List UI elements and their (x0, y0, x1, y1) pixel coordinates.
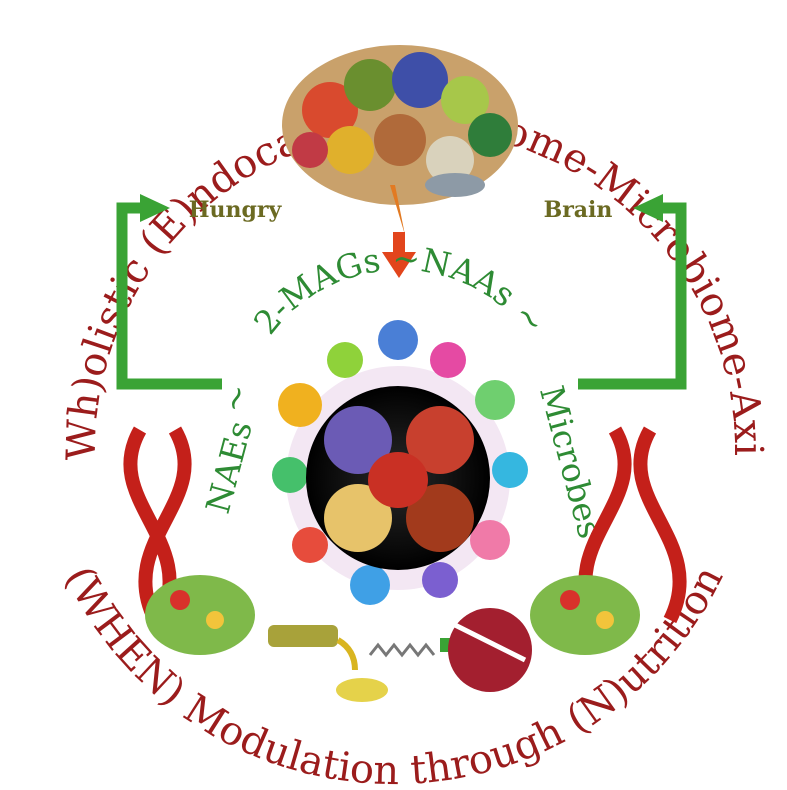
olive-oil-illustration (268, 625, 388, 702)
brain-label: Brain (544, 197, 613, 223)
left-feedback-arrow (116, 202, 222, 390)
down-arrow (382, 232, 416, 278)
spring-illustration (368, 638, 458, 658)
left-arrowhead (140, 194, 170, 222)
dna-salad-right (530, 426, 687, 655)
right-feedback-arrow (578, 202, 687, 390)
dna-salad-left (123, 426, 255, 655)
food-brain-illustration (282, 45, 518, 235)
virus-illustration (448, 608, 532, 692)
tilde-left: ~ (212, 378, 258, 417)
right-arrowhead (633, 194, 663, 222)
naes-label: NAEs (198, 417, 260, 518)
microbes-illustration (272, 320, 528, 605)
hungry-label: Hungry (189, 197, 283, 223)
microbes-label: Microbes (532, 382, 610, 543)
